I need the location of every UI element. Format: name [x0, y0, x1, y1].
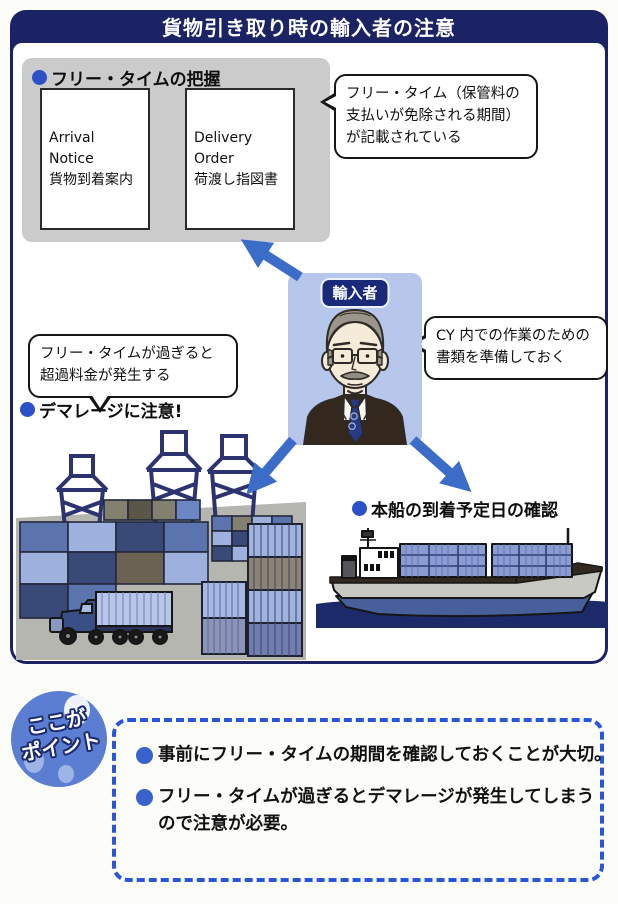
- container-ship-illustration: [316, 528, 608, 628]
- free-time-heading-label: フリー・タイムの把握: [51, 70, 221, 90]
- delivery-order-ja: 荷渡し指図書: [194, 171, 278, 188]
- gantry-crane-icon: [55, 430, 262, 537]
- arrival-notice-en: Arrival Notice: [49, 129, 95, 167]
- page-title: 貨物引き取り時の輸入者の注意: [162, 16, 456, 40]
- delivery-order-en: Delivery Order: [194, 129, 253, 167]
- bullet-icon: [136, 789, 153, 806]
- bullet-icon: [20, 402, 35, 417]
- point-text-2: フリー・タイムが過ぎるとデマレージが発生してしまう ので注意が必要。: [158, 787, 595, 835]
- points-box: [112, 718, 604, 882]
- overdue-fee-bubble: フリー・タイムが過ぎると 超過料金が発生する: [28, 334, 238, 412]
- free-time-panel: フリー・タイムの把握 Arrival Notice 貨物到着案内 Deliver…: [22, 58, 330, 242]
- container-yard-illustration: [16, 430, 306, 660]
- demurrage-heading-label: デマレージに注意!: [39, 402, 183, 422]
- importer-panel: 輸入者: [288, 273, 422, 445]
- points-badge-circle-icon: [11, 691, 107, 787]
- free-time-note-bubble: フリー・タイム（保管料の 支払いが免除される期間） が記載されている: [320, 74, 538, 160]
- arrival-notice-document: Arrival Notice 貨物到着案内: [40, 88, 150, 230]
- vessel-arrival-heading-label: 本船の到着予定日の確認: [371, 501, 558, 521]
- points-badge: ここが ポイント: [10, 690, 108, 788]
- point-item: フリー・タイムが過ぎるとデマレージが発生してしまう ので注意が必要。: [136, 784, 614, 838]
- ship-superstructure: [341, 528, 399, 579]
- truck-icon: [49, 591, 173, 645]
- arrival-notice-ja: 貨物到着案内: [49, 171, 133, 188]
- point-item: 事前にフリー・タイムの期間を確認しておくことが大切。: [136, 742, 614, 769]
- bullet-icon: [32, 70, 47, 85]
- vessel-arrival-heading: 本船の到着予定日の確認: [352, 496, 558, 521]
- delivery-order-document: Delivery Order 荷渡し指図書: [185, 88, 295, 230]
- free-time-heading: フリー・タイムの把握: [32, 65, 221, 90]
- importer-badge: 輸入者: [322, 280, 388, 306]
- bullet-icon: [352, 501, 367, 516]
- point-text-1: 事前にフリー・タイムの期間を確認しておくことが大切。: [158, 745, 612, 765]
- cy-documents-bubble: CY 内での作業のための 書類を準備しておく: [410, 316, 608, 380]
- bullet-icon: [136, 747, 153, 764]
- importer-portrait-illustration: [303, 309, 407, 445]
- deck-containers: [399, 543, 573, 578]
- foreground-containers: [201, 523, 303, 657]
- demurrage-heading: デマレージに注意!: [20, 397, 182, 422]
